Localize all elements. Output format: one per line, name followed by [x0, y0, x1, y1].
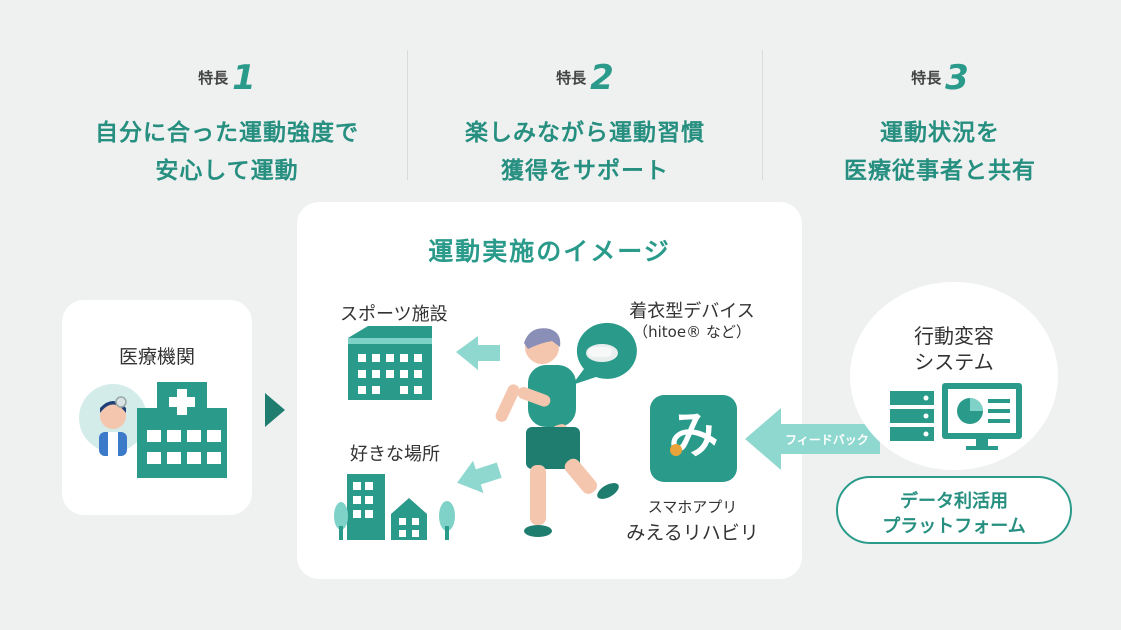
exercise-title: 運動実施のイメージ	[428, 237, 671, 266]
arrow-up-left-icon	[456, 336, 500, 370]
app-dot-icon	[670, 444, 682, 456]
feature-title: 運動状況を医療従事者と共有	[844, 120, 1036, 184]
doctor-hospital-icon	[79, 382, 227, 478]
feedback-label: フィードバック	[785, 433, 869, 447]
app-icon	[650, 395, 737, 482]
feature-title: 自分に合った運動強度で安心して運動	[95, 120, 359, 184]
platform-line2: プラットフォーム	[882, 516, 1026, 537]
app-icon-glyph: み	[668, 406, 719, 464]
behavior-line1: 行動変容	[914, 324, 994, 348]
wearable-label: 着衣型デバイス	[629, 301, 755, 322]
town-icon	[334, 474, 455, 540]
server-monitor-icon	[890, 383, 1022, 450]
divider	[762, 50, 763, 180]
divider	[407, 50, 408, 180]
platform-line1: データ利活用	[900, 491, 1008, 512]
wearable-note: （hitoe® など）	[633, 323, 751, 341]
runner-icon	[495, 328, 619, 537]
feature-title: 楽しみながら運動習慣獲得をサポート	[465, 120, 705, 184]
wearable-device-icon	[572, 322, 637, 385]
data-platform-badge	[836, 476, 1072, 544]
arrow-down-left-icon	[457, 460, 502, 494]
favorite-place-label: 好きな場所	[350, 444, 440, 465]
sports-facility-icon	[348, 326, 432, 400]
sports-facility-label: スポーツ施設	[340, 304, 448, 325]
behavior-line2: システム	[914, 350, 994, 374]
app-name: みえるリハビリ	[626, 522, 759, 544]
arrow-right-icon	[265, 393, 285, 427]
app-label: スマホアプリ	[647, 498, 738, 516]
medical-title: 医療機関	[118, 346, 195, 368]
feedback-arrow-icon	[745, 408, 880, 470]
